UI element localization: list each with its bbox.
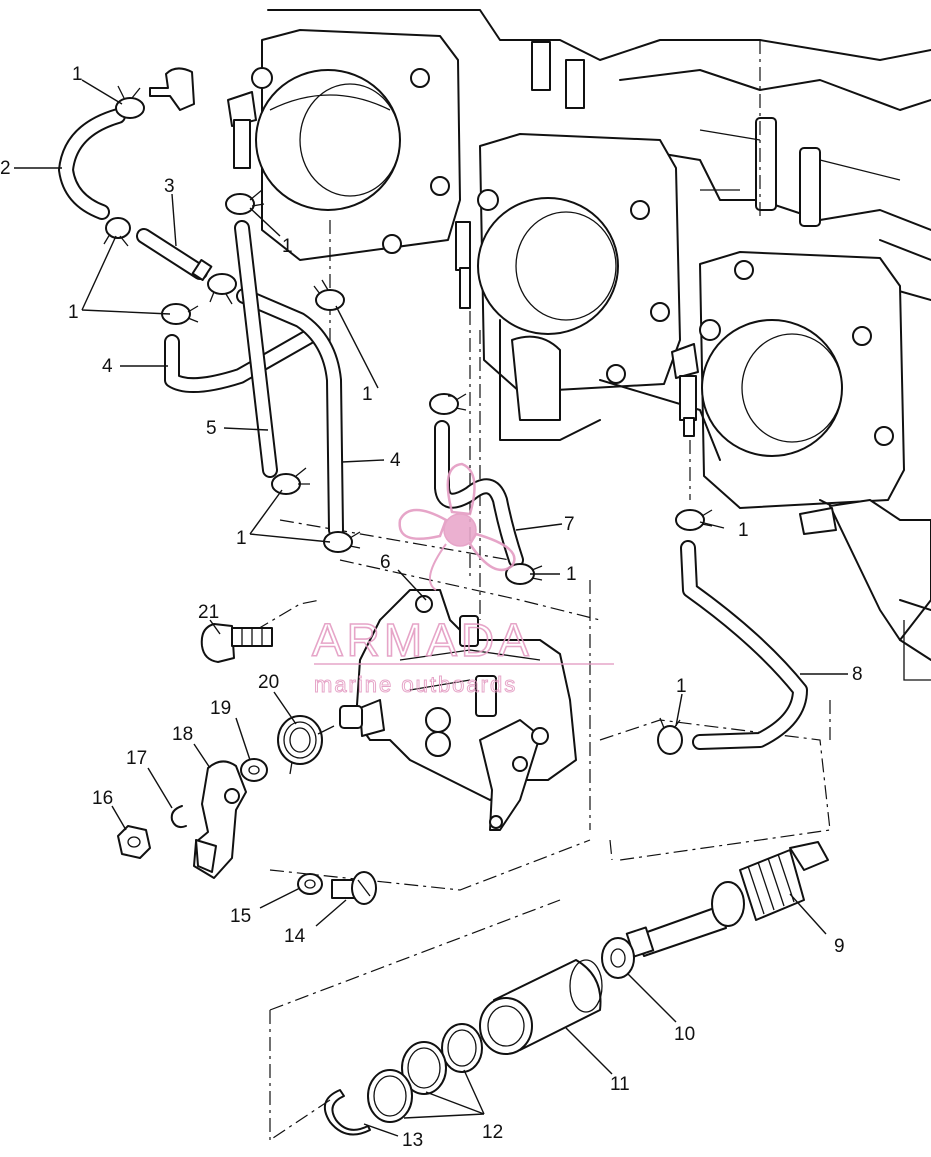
- callout-19: 19: [210, 698, 231, 719]
- watermark-tagline: marine outboards: [314, 672, 517, 697]
- clamp-1f: [315, 289, 345, 311]
- part-20-spring: [277, 715, 335, 775]
- callout-20: 20: [258, 672, 279, 693]
- part-19-washer: [240, 758, 268, 782]
- watermark-brand: ARMADA: [312, 614, 533, 666]
- callout-9: 9: [834, 936, 845, 957]
- callout-6: 6: [380, 552, 391, 573]
- callout-1: 1: [566, 564, 577, 585]
- callout-1: 1: [68, 302, 79, 323]
- callout-4: 4: [390, 450, 401, 471]
- callout-13: 13: [402, 1130, 423, 1151]
- clamp-1g: [429, 393, 459, 415]
- clamp-1b: [225, 193, 255, 215]
- small-parts: [117, 623, 829, 1136]
- part-13-snap-ring: [323, 1089, 371, 1136]
- callouts: 1 2 1 3 1 4 1 5 4 1 7 1 1 6 21 8 20 19 1…: [0, 64, 863, 1151]
- callout-1: 1: [72, 64, 83, 85]
- callout-16: 16: [92, 788, 113, 809]
- callout-15: 15: [230, 906, 251, 927]
- callout-2: 2: [0, 158, 11, 179]
- leader-lines: [14, 79, 848, 1137]
- callout-8: 8: [852, 664, 863, 685]
- clamp-1l: [657, 725, 683, 755]
- clamp-1a: [115, 97, 145, 119]
- part-12-orings: [367, 1023, 483, 1123]
- clamp-1c: [105, 217, 131, 239]
- hoses: [58, 67, 808, 750]
- callout-1: 1: [236, 528, 247, 549]
- part-9-gear-shaft: [625, 841, 829, 958]
- callout-5: 5: [206, 418, 217, 439]
- clamp-1k: [675, 509, 705, 531]
- part-17-clip: [170, 805, 187, 829]
- armada-watermark: ARMADA marine outboards: [311, 462, 614, 698]
- hose-clamps: [103, 85, 713, 755]
- callout-10: 10: [674, 1024, 695, 1045]
- part-18-lever: [193, 760, 247, 879]
- callout-1: 1: [282, 236, 293, 257]
- callout-1: 1: [676, 676, 687, 697]
- propeller-logo: [398, 462, 516, 591]
- callout-1: 1: [738, 520, 749, 541]
- callout-1: 1: [362, 384, 373, 405]
- callout-21: 21: [198, 602, 219, 623]
- part-11-bushing: [479, 959, 603, 1055]
- callout-17: 17: [126, 748, 147, 769]
- callout-3: 3: [164, 176, 175, 197]
- callout-14: 14: [284, 926, 306, 947]
- part-10-washer: [601, 937, 635, 979]
- callout-18: 18: [172, 724, 193, 745]
- part-15-washer: [297, 873, 323, 895]
- oil-pump: [339, 589, 577, 831]
- engine-block: [227, 9, 931, 681]
- callout-11: 11: [610, 1074, 630, 1095]
- callout-12: 12: [482, 1122, 503, 1143]
- clamp-1h: [271, 473, 301, 495]
- part-16-nut: [117, 825, 151, 859]
- clamp-1d: [207, 273, 237, 295]
- part-21-bolt: [200, 623, 273, 663]
- callout-4: 4: [102, 356, 113, 377]
- part-14-screw: [331, 871, 377, 905]
- callout-7: 7: [564, 514, 575, 535]
